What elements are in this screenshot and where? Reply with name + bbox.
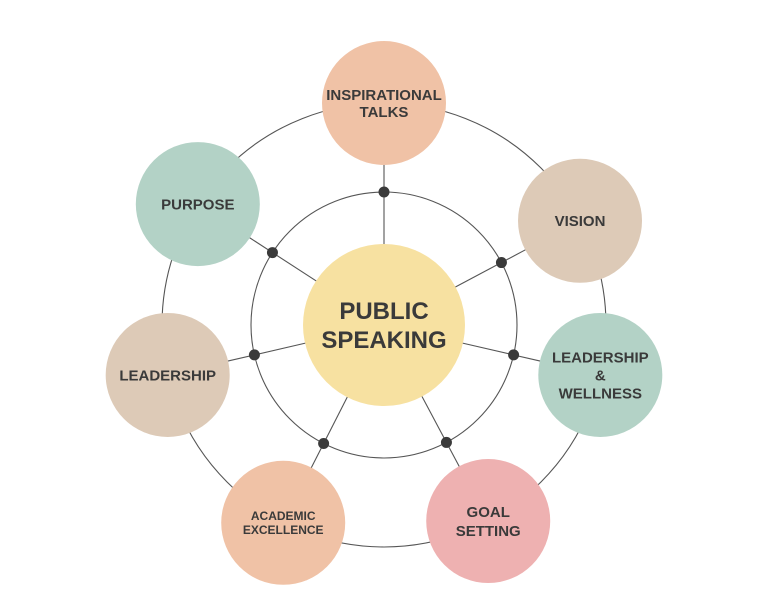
node-label-leadership-wellness: WELLNESS — [559, 385, 642, 402]
connector-dots-layer — [248, 186, 520, 450]
node-label-inspirational-talks: INSPIRATIONAL — [326, 87, 442, 104]
node-label-academic-excellence: EXCELLENCE — [243, 523, 324, 537]
spoke-vision — [453, 248, 528, 289]
connector-dot-goal-setting — [440, 436, 452, 448]
spoke-leadership — [226, 342, 308, 362]
node-circle-vision — [518, 158, 643, 283]
center-circle — [303, 244, 465, 406]
connector-dot-leadership-wellness — [508, 349, 520, 361]
node-label-goal-setting: SETTING — [456, 523, 521, 540]
node-leadership: LEADERSHIP — [105, 312, 230, 437]
node-label-leadership-wellness: LEADERSHIP — [552, 349, 649, 366]
node-circle-goal-setting — [426, 459, 551, 584]
node-goal-setting: GOAL SETTING — [426, 459, 551, 584]
node-circle-leadership — [105, 312, 230, 437]
node-label-leadership: LEADERSHIP — [119, 367, 216, 384]
node-label-vision: VISION — [555, 213, 606, 230]
spoke-leadership-wellness — [460, 342, 542, 362]
center-label: PUBLIC — [339, 298, 428, 325]
connector-dot-academic-excellence — [318, 438, 330, 450]
nodes-layer: INSPIRATIONALTALKSVISIONLEADERSHIP&WELLN… — [105, 41, 663, 585]
node-purpose: PURPOSE — [135, 142, 260, 267]
node-label-purpose: PURPOSE — [161, 196, 234, 213]
spoke-purpose — [247, 236, 319, 283]
center-label: SPEAKING — [321, 327, 446, 354]
node-circle-academic-excellence — [221, 460, 346, 585]
spoke-academic-excellence — [309, 395, 349, 470]
connector-dot-leadership — [248, 349, 260, 361]
node-vision: VISION — [518, 158, 643, 283]
connector-dot-vision — [495, 257, 507, 269]
connector-dot-purpose — [266, 247, 278, 259]
spokes-layer — [226, 163, 542, 470]
spoke-goal-setting — [420, 394, 461, 469]
node-label-inspirational-talks: TALKS — [360, 104, 409, 121]
node-circle-purpose — [135, 142, 260, 267]
node-label-leadership-wellness: & — [595, 367, 606, 384]
node-label-academic-excellence: ACADEMIC — [251, 509, 316, 523]
node-circle-leadership-wellness — [538, 312, 663, 437]
connector-dot-inspirational-talks — [378, 186, 390, 198]
node-circle-inspirational-talks — [322, 41, 446, 165]
node-leadership-wellness: LEADERSHIP&WELLNESS — [538, 312, 663, 437]
node-label-goal-setting: GOAL — [467, 504, 510, 521]
